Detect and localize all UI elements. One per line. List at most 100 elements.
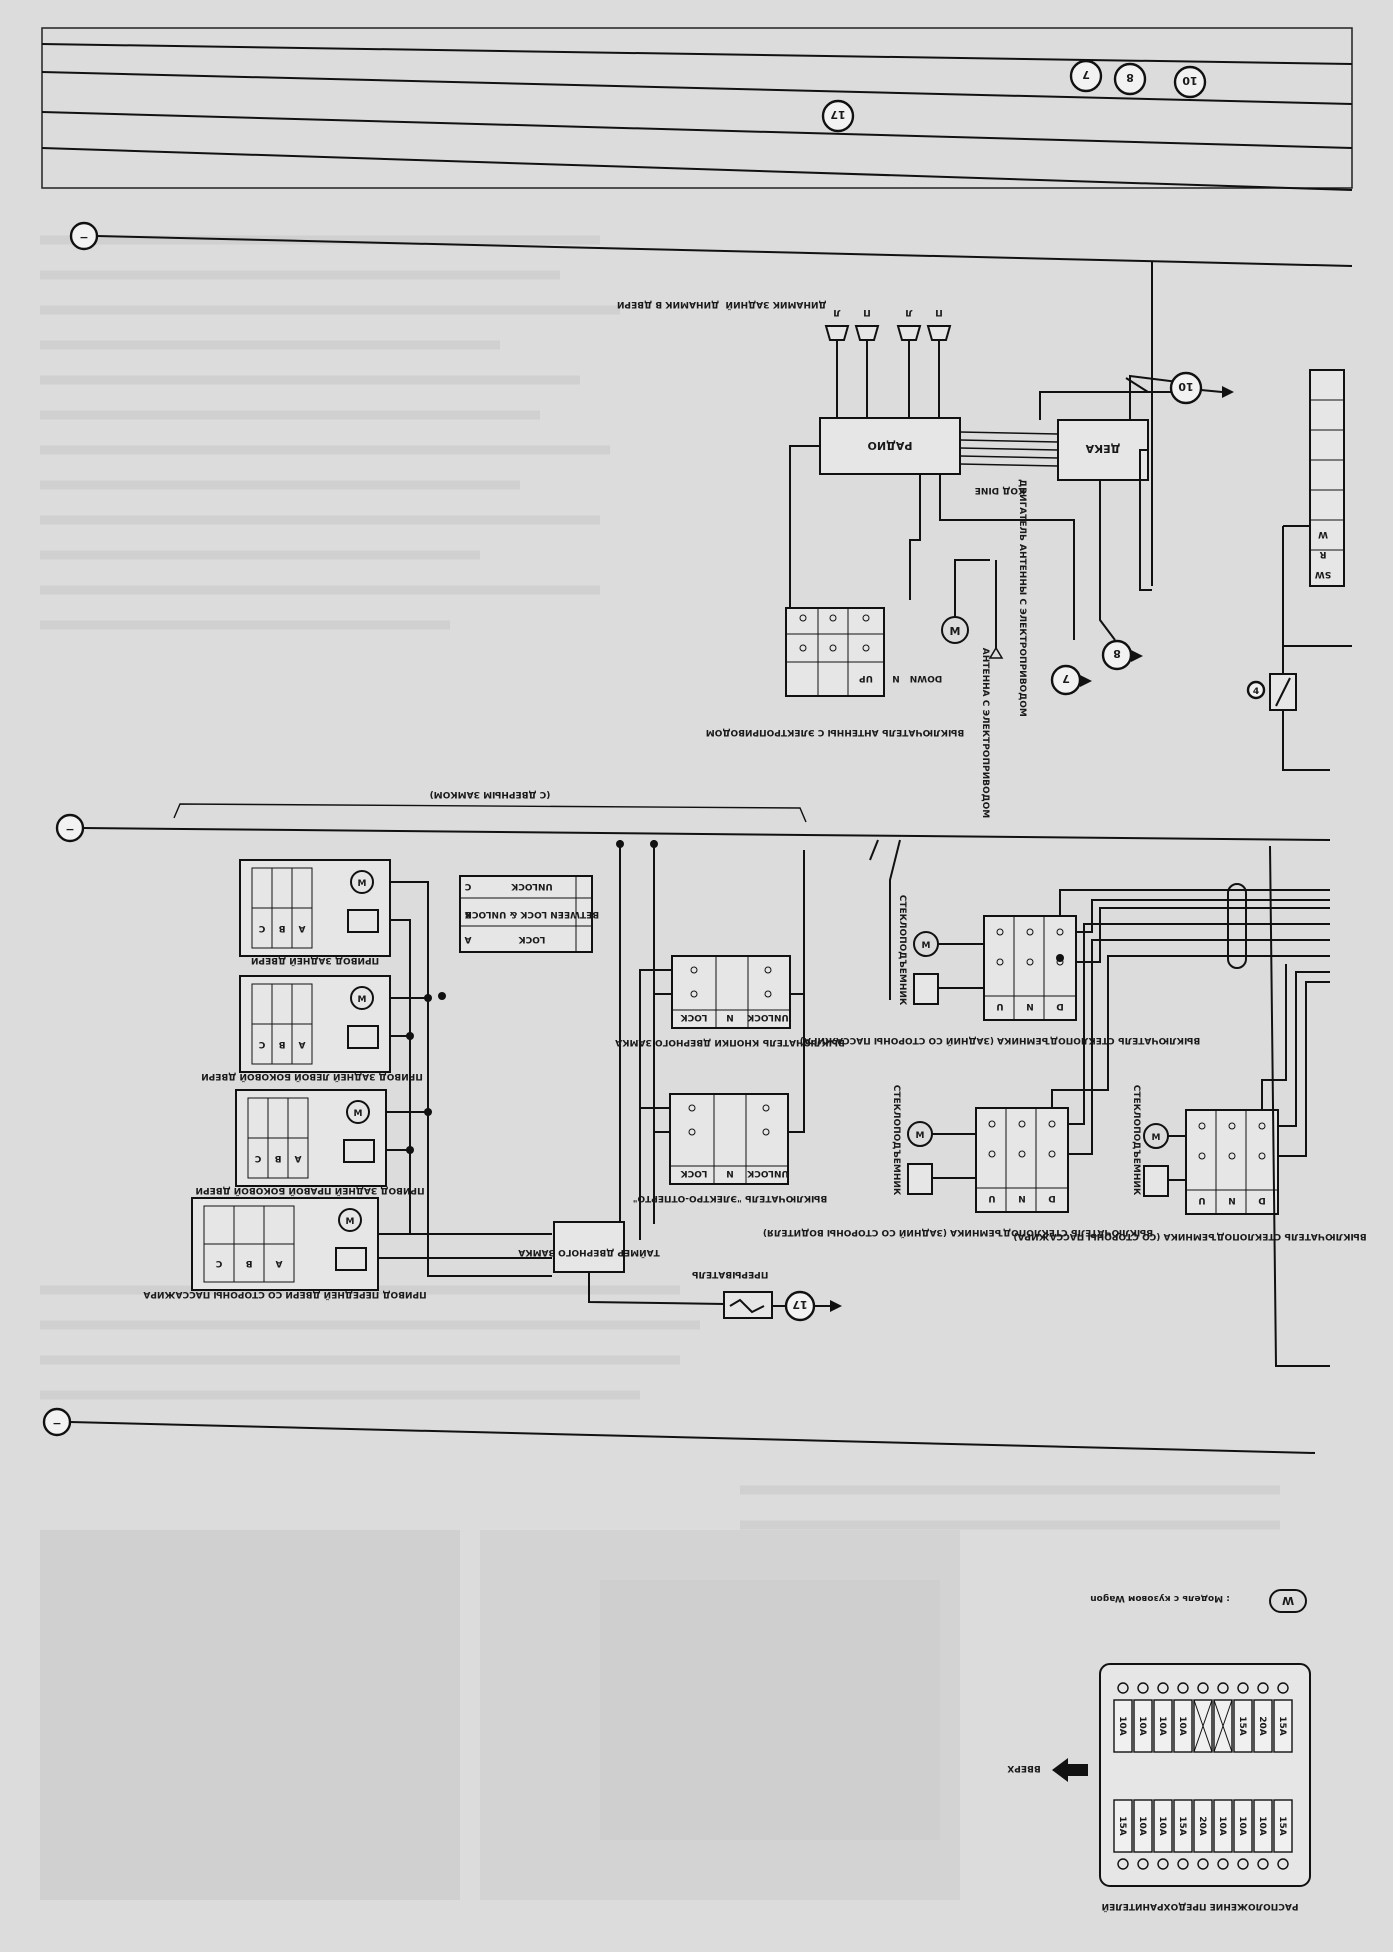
fuse-slot bbox=[1253, 1699, 1273, 1753]
svg-text:ВЫКЛЮЧАТЕЛЬ "ЭЛЕКТРО-ОТПЕРТО": ВЫКЛЮЧАТЕЛЬ "ЭЛЕКТРО-ОТПЕРТО" bbox=[633, 1193, 828, 1203]
svg-text:U: U bbox=[1198, 1195, 1205, 1205]
fuse-slot bbox=[1133, 1699, 1153, 1753]
fuse-rating: 15A bbox=[1277, 1816, 1287, 1836]
fuse-empty-mark bbox=[1213, 1699, 1233, 1753]
fuse-number-marker bbox=[1237, 1858, 1249, 1870]
speaker-rear-p: П bbox=[854, 307, 880, 420]
svg-text:ВВЕРХ: ВВЕРХ bbox=[1007, 1763, 1040, 1773]
fuse-rating: 10A bbox=[1117, 1716, 1127, 1736]
svg-text:C: C bbox=[254, 1153, 261, 1163]
fuse-number-marker bbox=[1177, 1682, 1189, 1694]
window-motor-rear-driver: M СТЕКЛОПОДЪЕМНИК bbox=[891, 1085, 976, 1196]
window-switch-rear-driver: U N D ВЫКЛЮЧАТЕЛЬ СТЕКЛОПОДЪЕМНИКА (ЗАДН… bbox=[763, 1107, 1153, 1239]
svg-text:M: M bbox=[950, 625, 961, 638]
svg-text:D: D bbox=[1056, 1001, 1063, 1011]
svg-text:M: M bbox=[916, 1131, 925, 1141]
fuse-slot bbox=[1113, 1799, 1133, 1853]
svg-text:M: M bbox=[1152, 1133, 1161, 1143]
svg-text:СТЕКЛОПОДЪЕМНИК: СТЕКЛОПОДЪЕМНИК bbox=[891, 1085, 901, 1196]
fuse-empty-mark bbox=[1193, 1699, 1213, 1753]
fuse-number-marker bbox=[1137, 1682, 1149, 1694]
connector-8-top: 8 bbox=[1113, 62, 1147, 96]
ground-bus-3: − bbox=[42, 1407, 1316, 1454]
svg-text:U: U bbox=[988, 1193, 995, 1203]
svg-text:СТЕКЛОПОДЪЕМНИК: СТЕКЛОПОДЪЕМНИК bbox=[897, 895, 907, 1006]
svg-text:ВЫКЛЮЧАТЕЛЬ АНТЕННЫ С ЭЛЕКТРОП: ВЫКЛЮЧАТЕЛЬ АНТЕННЫ С ЭЛЕКТРОПРИВОДОМ bbox=[706, 727, 964, 737]
fuse-rating: 10A bbox=[1157, 1816, 1167, 1836]
fuse-number-marker bbox=[1137, 1858, 1149, 1870]
connector-17-top: 17 bbox=[821, 99, 855, 133]
svg-text:M: M bbox=[346, 1217, 355, 1227]
svg-text:Л: Л bbox=[905, 307, 912, 317]
svg-text:ДИНАМИК В ДВЕРИ: ДИНАМИК В ДВЕРИ bbox=[617, 299, 719, 309]
breaker: ПРЕРЫВАТЕЛЬ bbox=[692, 1269, 786, 1319]
connector-17-bottom: 17 bbox=[784, 1290, 842, 1322]
svg-text:B: B bbox=[278, 1039, 285, 1049]
svg-text:ВЫКЛЮЧАТЕЛЬ КНОПКИ ДВЕРНОГО ЗА: ВЫКЛЮЧАТЕЛЬ КНОПКИ ДВЕРНОГО ЗАМКА bbox=[615, 1037, 845, 1047]
svg-text:−: − bbox=[52, 1417, 61, 1430]
door-lock-button-switch: LOCK N UNLOCK ВЫКЛЮЧАТЕЛЬ КНОПКИ ДВЕРНОГ… bbox=[615, 955, 845, 1047]
antenna-switch: UP N DOWN ВЫКЛЮЧАТЕЛЬ АНТЕННЫ С ЭЛЕКТРОП… bbox=[706, 607, 964, 737]
svg-text:D: D bbox=[1048, 1193, 1055, 1203]
window-motor-passenger: M СТЕКЛОПОДЪЕМНИК bbox=[1131, 1085, 1186, 1197]
actuator-rear-left: A B C M ПРИВОД ЗАДНЕЙ ЛЕВОЙ БОКОВОЙ ДВЕР… bbox=[201, 975, 423, 1083]
speaker-group: ДИНАМИК ЗАДНИЙ ДИНАМИК В ДВЕРИ Л П Л П bbox=[617, 299, 952, 420]
fuse-slot bbox=[1173, 1699, 1193, 1753]
fuse-rating: 10A bbox=[1157, 1716, 1167, 1736]
svg-text:ВЫКЛЮЧАТЕЛЬ СТЕКЛОПОДЪЕМНИКА (: ВЫКЛЮЧАТЕЛЬ СТЕКЛОПОДЪЕМНИКА (ЗАДНИЙ СО … bbox=[763, 1227, 1153, 1239]
actuator-rear-right: A B C M ПРИВОД ЗАДНЕЙ ПРАВОЙ БОКОВОЙ ДВЕ… bbox=[195, 1089, 425, 1197]
svg-text:W: W bbox=[1318, 529, 1328, 539]
svg-text:A: A bbox=[275, 1258, 282, 1268]
svg-text:Л: Л bbox=[833, 307, 840, 317]
up-arrow: ВВЕРХ bbox=[1007, 1758, 1088, 1782]
connector-8-mid: 8 bbox=[1101, 639, 1143, 671]
window-switch-rear-passenger: U N D ВЫКЛЮЧАТЕЛЬ СТЕКЛОПОДЪЕМНИКА (ЗАДН… bbox=[800, 915, 1200, 1047]
svg-text:D: D bbox=[1258, 1195, 1265, 1205]
fuse-rating: 15A bbox=[1177, 1816, 1187, 1836]
svg-text:M: M bbox=[922, 941, 931, 951]
svg-text:СТЕКЛОПОДЪЕМНИК: СТЕКЛОПОДЪЕМНИК bbox=[1131, 1085, 1141, 1196]
svg-text:M: M bbox=[354, 1109, 363, 1119]
svg-text:C: C bbox=[258, 923, 265, 933]
svg-text:ПРИВОД ЗАДНЕЙ ДВЕРИ: ПРИВОД ЗАДНЕЙ ДВЕРИ bbox=[251, 955, 379, 967]
svg-text:РАДИО: РАДИО bbox=[868, 439, 913, 452]
lock-legend: A B C LOCK BETWEEN LOCK & UNLOCK UNLOCK bbox=[459, 875, 599, 953]
fuse-rating: 15A bbox=[1277, 1716, 1287, 1736]
window-switch-passenger: U N D ВЫКЛЮЧАТЕЛЬ СТЕКЛОПОДЪЕМНИКА (СО С… bbox=[1013, 1109, 1367, 1241]
actuator-wiring bbox=[378, 840, 658, 1277]
fuse-number-marker bbox=[1217, 1858, 1229, 1870]
fuse-rating: 10A bbox=[1137, 1716, 1147, 1736]
fuse-rating: 20A bbox=[1257, 1716, 1267, 1736]
svg-text:N: N bbox=[1018, 1193, 1026, 1203]
window-harness bbox=[869, 839, 1330, 1367]
svg-text:N: N bbox=[1228, 1195, 1236, 1205]
svg-text:ДИНАМИК ЗАДНИЙ: ДИНАМИК ЗАДНИЙ bbox=[726, 299, 827, 311]
fuse-slot bbox=[1133, 1799, 1153, 1853]
svg-text:ПРЕРЫВАТЕЛЬ: ПРЕРЫВАТЕЛЬ bbox=[692, 1269, 769, 1279]
fuse-slot bbox=[1233, 1699, 1253, 1753]
svg-text:A: A bbox=[464, 934, 471, 944]
svg-text:UNLOCK: UNLOCK bbox=[746, 1012, 789, 1022]
fuse-slot bbox=[1193, 1799, 1213, 1853]
fuse-number-marker bbox=[1277, 1682, 1289, 1694]
svg-text:R: R bbox=[1319, 549, 1326, 559]
bleed-through-text bbox=[40, 235, 1280, 1900]
svg-text:LOCK: LOCK bbox=[680, 1012, 708, 1022]
svg-text:ТАЙМЕР ДВЕРНОГО ЗАМКА: ТАЙМЕР ДВЕРНОГО ЗАМКА bbox=[518, 1247, 659, 1259]
fuse-number-marker bbox=[1257, 1682, 1269, 1694]
speaker-door-p: П bbox=[926, 307, 952, 420]
svg-text:ДВИГАТЕЛЬ АНТЕННЫ С ЭЛЕКТРОПРИ: ДВИГАТЕЛЬ АНТЕННЫ С ЭЛЕКТРОПРИВОДОМ bbox=[1017, 479, 1027, 717]
fuse-number-marker bbox=[1177, 1858, 1189, 1870]
connector-10-top: 10 bbox=[1173, 65, 1207, 99]
top-bus-lines bbox=[41, 27, 1353, 191]
svg-text:РАСПОЛОЖЕНИЕ ПРЕДОХРАНИТЕЛЕЙ: РАСПОЛОЖЕНИЕ ПРЕДОХРАНИТЕЛЕЙ bbox=[1102, 1901, 1299, 1913]
fuse-number-marker bbox=[1117, 1682, 1129, 1694]
svg-text:LOCK: LOCK bbox=[680, 1168, 708, 1178]
fuse-rating: 15A bbox=[1237, 1716, 1247, 1736]
switch-wiring bbox=[639, 850, 805, 1240]
svg-text:7: 7 bbox=[1062, 672, 1070, 685]
actuator-front-passenger: A B C M ПРИВОД ПЕРЕДНЕЙ ДВЕРИ СО СТОРОНЫ… bbox=[143, 1197, 427, 1301]
fuse-rating: 20A bbox=[1197, 1816, 1207, 1836]
